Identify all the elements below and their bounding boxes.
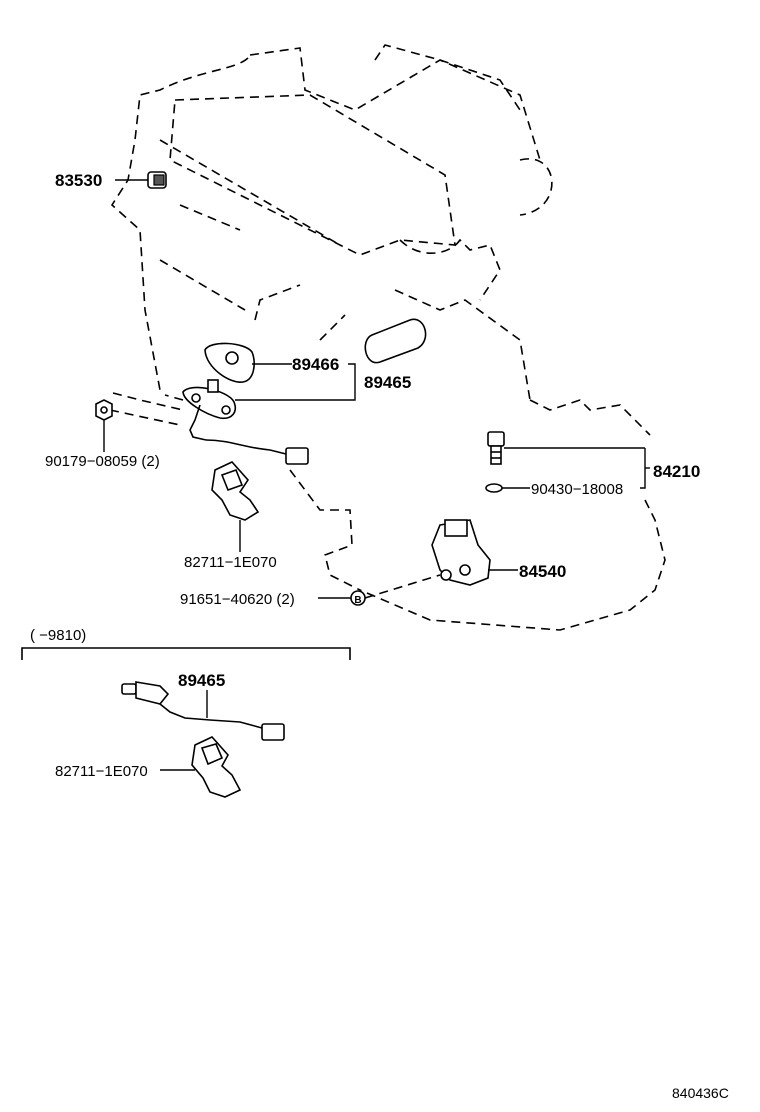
clamp-82711-top (211, 461, 260, 552)
label-89465-top: 89465 (364, 373, 411, 392)
marker-b-label: B (354, 595, 361, 606)
variant-range: ( −9810) (30, 627, 86, 644)
label-83530: 83530 (55, 171, 102, 190)
pipe-sketch (364, 318, 427, 364)
variant-bracket (21, 647, 351, 660)
nut-90179 (95, 399, 113, 452)
label-90179: 90179−08059 (2) (45, 453, 160, 470)
label-91651: 91651−40620 (2) (180, 591, 295, 608)
label-89465-variant: 89465 (178, 671, 225, 690)
figure-code: 840436C (672, 1085, 729, 1101)
leader-b-dashed (364, 574, 441, 599)
marker-b-circle (350, 590, 366, 606)
label-84540: 84540 (519, 562, 566, 581)
oxygen-sensor-89465-top (182, 379, 309, 465)
oil-pressure-switch-83530 (115, 171, 167, 189)
engine-outline (109, 44, 666, 631)
leader-89465-top (235, 363, 356, 401)
gasket-90430 (485, 483, 530, 493)
label-82711-top: 82711−1E070 (184, 554, 277, 571)
label-90430: 90430−18008 (531, 481, 623, 498)
clamp-82711-variant (160, 736, 242, 798)
label-84210: 84210 (653, 462, 700, 481)
label-89466: 89466 (292, 355, 339, 374)
oxygen-sensor-89465-variant (121, 681, 285, 741)
gasket-89466 (204, 342, 292, 383)
oil-switch-84210 (487, 431, 650, 489)
label-82711-variant: 82711−1E070 (55, 763, 148, 780)
neutral-start-switch-84540 (431, 519, 518, 586)
